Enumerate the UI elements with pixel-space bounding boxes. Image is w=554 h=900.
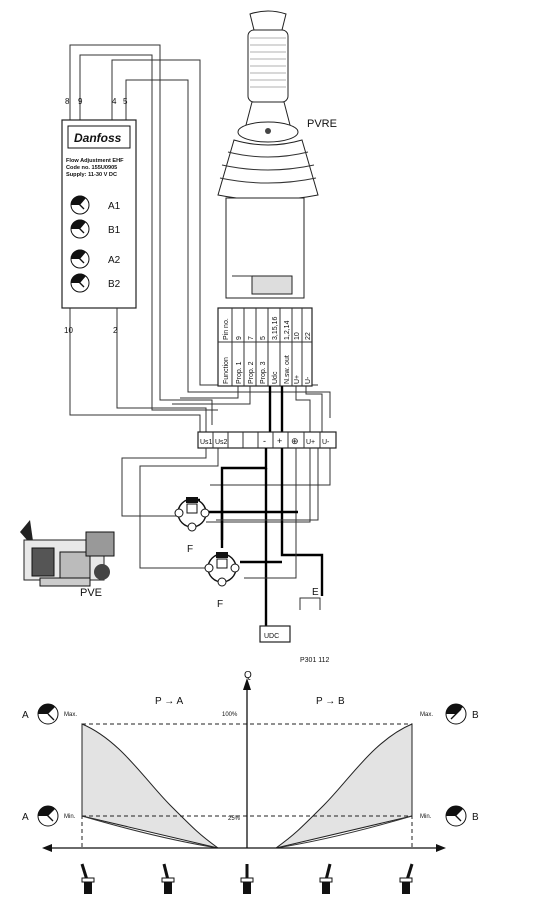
lever-half-a-icon [161,863,175,894]
module-pin-2: 2 [113,326,118,335]
pin-table-header-function: Function [223,357,230,384]
left-min-knob-icon [37,805,59,827]
terminal-strip: Us1 Us2 - + ⊕ U+ U- [197,431,337,449]
terminal-us1: Us1 [200,439,213,446]
module-line2: Code no. 155U0905 [66,165,117,171]
left-min-knob-label: Min. [64,814,76,820]
pin-table-pin-3: 3,15,16 [272,317,279,340]
right-min-knob-icon [445,805,467,827]
pve-module-2-icon [204,552,240,587]
pvre-joystick-icon: PVRE [217,10,337,299]
udc-label: UDC [264,633,279,640]
left-max-knob-icon [37,703,59,725]
right-max-knob-icon [445,703,467,725]
pin-table-pin-1: 7 [248,336,255,340]
module-line3: Supply: 11-30 V DC [66,172,117,178]
pvre-label: PVRE [307,118,337,130]
right-max-label: B [472,710,479,721]
pin-table-function-1: Prop. 2 [248,361,255,384]
pin-table-pin-0: 9 [236,336,243,340]
udc-supply: UDC [259,625,291,643]
left-max-label: A [22,710,29,721]
pin-table-pin-4: 1,2,14 [284,320,291,340]
module-line1: Flow Adjustment EHF [66,158,124,164]
lever-full-a-icon [80,863,95,894]
pin-table-function-5: U+ [294,375,301,384]
module-pin-10: 10 [64,326,73,335]
pve-wiring [121,448,331,626]
lever-full-b-icon [399,863,414,894]
pin-table-header-pin: Pin no. [223,318,230,340]
flow-graph: Q P → A P → B 100% 25% A Max. A Min. Max… [22,670,479,894]
pin-table-pin-6: 22 [305,332,312,340]
pve-label: PVE [80,587,102,599]
terminal-us2: Us2 [215,439,228,446]
knob-label-a1: A1 [108,201,121,212]
knob-label-b1: B1 [108,225,121,236]
right-max-knob-label: Max. [420,712,433,718]
f-label-2: F [217,599,223,610]
graph-tick-100: 100% [222,712,238,718]
pin-table-function-4: N.sw. out [284,355,291,384]
pin-table-pin-5: 10 [294,332,301,340]
knob-b2-icon [70,273,90,293]
right-min-knob-label: Min. [420,814,432,820]
terminal-ground: ⊕ [291,436,299,446]
module-pin-9: 9 [78,97,83,106]
terminal-u-minus: U- [322,439,330,446]
left-max-knob-label: Max. [64,712,77,718]
terminal-u-plus: U+ [306,439,315,446]
pin-table-function-3: Udc [272,371,279,384]
graph-tick-25: 25% [228,816,241,822]
pin-table-function-2: Prop. 3 [260,361,267,384]
danfoss-logo: Danfoss [74,131,122,145]
pin-table-pin-2: 5 [260,336,267,340]
lever-neutral-icon [240,864,254,894]
knob-b1-icon [70,219,90,239]
knob-label-b2: B2 [108,279,121,290]
module-pin-5: 5 [123,97,128,106]
knob-a2-icon [70,249,90,269]
flow-adjustment-module: 8 9 4 5 Danfoss Flow Adjustment EHF Code… [61,44,331,432]
graph-p-to-a: P → A [155,696,183,707]
pve-valve-icon [20,520,115,587]
e-label: E [312,587,319,598]
drawing-code: P301 112 [300,657,330,664]
lever-half-b-icon [319,863,333,894]
left-flow-envelope [81,723,219,849]
knob-label-a2: A2 [108,255,121,266]
module-pin-8: 8 [65,97,70,106]
pin-table-function-6: U- [305,376,312,384]
graph-p-to-b: P → B [316,696,345,707]
right-min-label: B [472,812,479,823]
f-label-1: F [187,544,193,555]
module-pin-4: 4 [112,97,117,106]
pin-table: Function Pin no. Prop. 1 9 Prop. 2 7 Pro… [217,307,313,387]
pve-module-1-icon [174,497,210,532]
terminal-plus: + [277,436,282,446]
pin-table-function-0: Prop. 1 [236,361,243,384]
knob-a1-icon [70,195,90,215]
left-min-label: A [22,812,29,823]
right-flow-envelope [275,723,413,849]
graph-y-label: Q [244,670,252,681]
terminal-minus: - [263,436,266,446]
